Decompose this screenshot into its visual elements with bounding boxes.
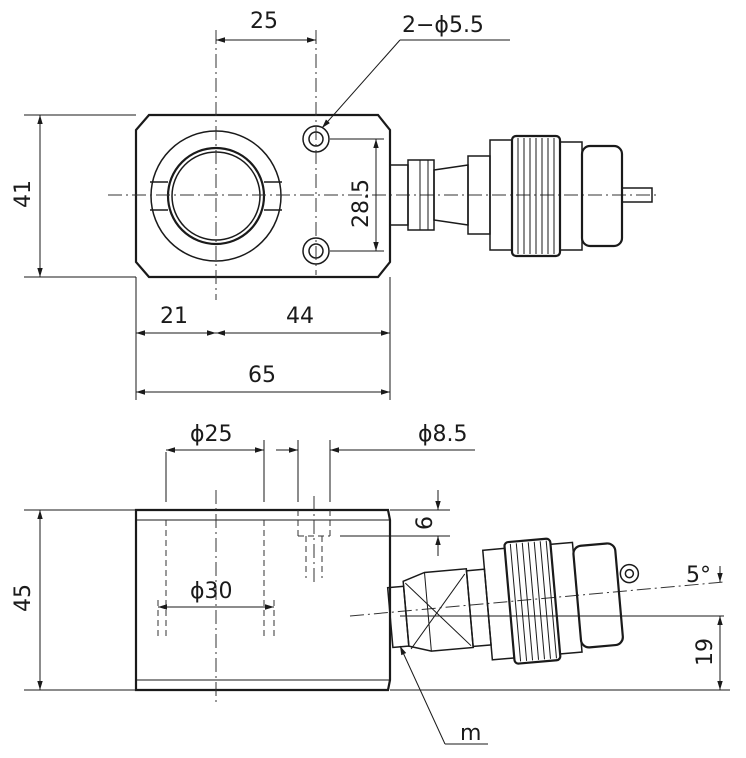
dim-6: 6 (340, 490, 450, 556)
dim-25: 25 (216, 9, 316, 43)
dim-21-44: 21 44 (136, 304, 390, 336)
dim-19-label: 19 (693, 638, 718, 666)
dim-28-5-label: 28.5 (349, 179, 374, 228)
dim-port-8-5-label: ϕ8.5 (418, 422, 468, 447)
dim-port-8-5: ϕ8.5 (276, 422, 475, 502)
front-view: ϕ25 ϕ8.5 45 6 ϕ30 (11, 422, 730, 746)
dim-holes: 2−ϕ5.5 (321, 13, 510, 129)
front-hidden-bore (157, 520, 275, 640)
dim-28-5: 28.5 (330, 138, 384, 252)
front-body-outline (134, 508, 392, 692)
front-connector (386, 537, 640, 665)
dim-thread-m: m (399, 645, 488, 746)
dim-25-label: 25 (250, 9, 278, 34)
dim-65-label: 65 (248, 363, 276, 388)
front-hidden-port (297, 510, 331, 578)
dim-45: 45 (11, 509, 136, 691)
dim-21-label: 21 (160, 304, 188, 329)
top-view: 25 2−ϕ5.5 41 28.5 21 (11, 9, 660, 400)
dim-41: 41 (11, 114, 136, 278)
dim-bore-30-label: ϕ30 (190, 579, 233, 604)
dim-bore-25: ϕ25 (165, 422, 265, 502)
dim-bore-25-label: ϕ25 (190, 422, 233, 447)
top-body-outline (134, 113, 392, 279)
top-connector (389, 134, 653, 258)
dim-angle-5-label: 5° (686, 563, 711, 588)
dim-bore-30: ϕ30 (158, 579, 274, 610)
dim-45-label: 45 (11, 584, 36, 612)
dim-19: 19 (390, 616, 730, 691)
dim-65: 65 (136, 363, 390, 395)
dim-44-label: 44 (286, 304, 314, 329)
dim-6-label: 6 (413, 516, 438, 530)
dim-41-label: 41 (11, 180, 36, 208)
dim-holes-label: 2−ϕ5.5 (402, 13, 484, 38)
dim-thread-m-label: m (460, 721, 481, 746)
